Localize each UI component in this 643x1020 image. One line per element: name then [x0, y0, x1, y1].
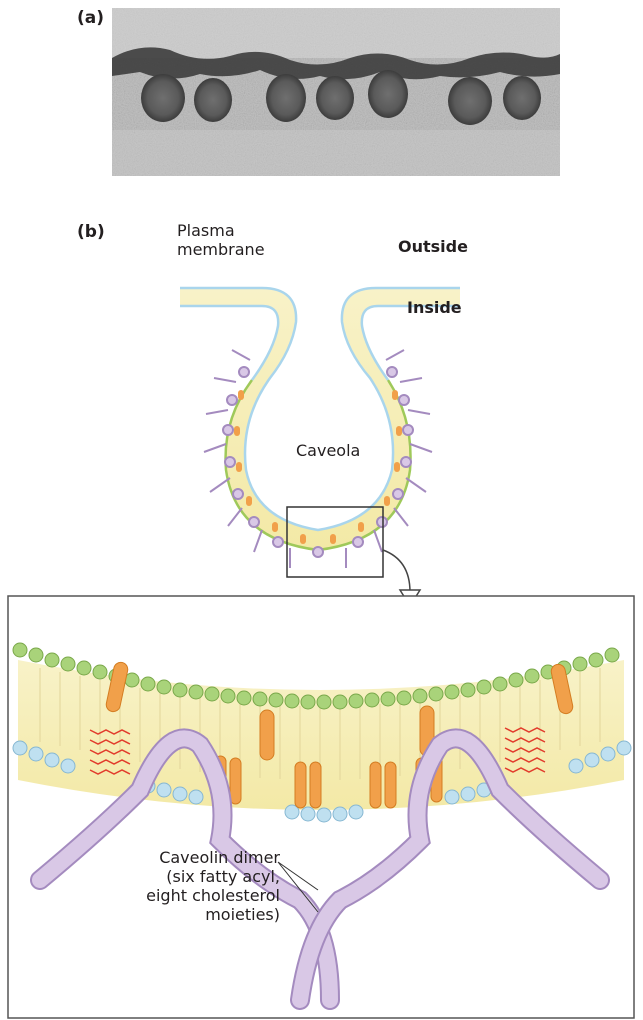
caveola-schematic	[8, 288, 634, 1018]
vesicle-6	[448, 77, 492, 125]
vesicle-2	[194, 78, 232, 122]
vesicle-4	[316, 76, 354, 120]
label-plasma-membrane-1: Plasma	[177, 221, 235, 240]
electron-micrograph	[112, 8, 560, 176]
plasma-membrane-band	[180, 288, 460, 550]
outer-leaflet-line	[180, 288, 460, 530]
label-caveolin-2: (six fatty acyl,	[166, 867, 280, 886]
label-caveolin-3: eight cholesterol	[146, 886, 280, 905]
vesicle-1	[141, 74, 185, 122]
label-plasma-membrane-2: membrane	[177, 240, 265, 259]
label-outside: Outside	[398, 237, 468, 256]
vesicle-7	[503, 76, 541, 120]
zoom-arrow	[383, 550, 410, 592]
label-caveola: Caveola	[296, 441, 360, 460]
vesicle-3	[266, 74, 306, 122]
label-caveolin-1: Caveolin dimer	[159, 848, 280, 867]
label-caveolin-4: moieties)	[205, 905, 280, 924]
label-inside: Inside	[407, 298, 462, 317]
vesicle-5	[368, 70, 408, 118]
